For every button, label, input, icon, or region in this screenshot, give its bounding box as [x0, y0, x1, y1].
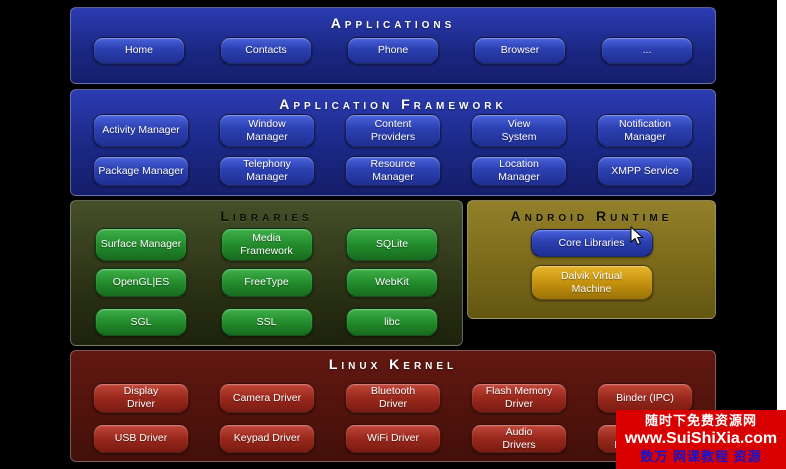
kernel-row-1: Display Driver Camera Driver Bluetooth D…	[71, 383, 715, 413]
node-surface-manager: Surface Manager	[95, 228, 187, 261]
video-edge-strip	[777, 0, 786, 469]
node-dalvik-virtual-machine: Dalvik Virtual Machine	[530, 265, 653, 300]
applications-row: Home Contacts Phone Browser ...	[71, 37, 715, 64]
android-runtime-title: Android Runtime	[510, 208, 673, 224]
framework-row-1: Activity Manager Window Manager Content …	[71, 114, 715, 147]
libraries-row-2: OpenGL|ES FreeType WebKit	[71, 268, 462, 297]
node-media-framework: Media Framework	[220, 228, 313, 261]
node-resource-manager: Resource Manager	[345, 156, 441, 186]
watermark-line1: 随时下免费资源网	[644, 413, 757, 429]
node-sgl: SGL	[95, 308, 187, 336]
linux-kernel-layer: Linux Kernel Display Driver Camera Drive…	[70, 350, 716, 462]
application-framework-title: Application Framework	[279, 96, 507, 112]
applications-layer: Applications Home Contacts Phone Browser…	[70, 7, 716, 84]
node-opengl-es: OpenGL|ES	[95, 268, 187, 297]
watermark-line3: 数万 网课教程 资源	[640, 448, 762, 464]
application-framework-layer: Application Framework Activity Manager W…	[70, 89, 716, 196]
node-home: Home	[93, 37, 185, 64]
node-webkit: WebKit	[346, 268, 438, 297]
node-libc: libc	[346, 308, 438, 336]
node-ssl: SSL	[220, 308, 313, 336]
mouse-cursor-icon	[630, 225, 645, 252]
node-camera-driver: Camera Driver	[219, 383, 315, 413]
node-flash-memory-driver: Flash Memory Driver	[471, 383, 567, 413]
node-sqlite: SQLite	[346, 228, 438, 261]
node-contacts: Contacts	[220, 37, 312, 64]
node-window-manager: Window Manager	[219, 114, 315, 147]
linux-kernel-title: Linux Kernel	[328, 356, 458, 372]
watermark-line2: www.SuiShiXia.com	[624, 430, 778, 448]
node-usb-driver: USB Driver	[93, 424, 189, 453]
android-runtime-layer: Android Runtime Core Libraries Dalvik Vi…	[467, 200, 716, 319]
node-xmpp-service: XMPP Service	[597, 156, 693, 186]
node-content-providers: Content Providers	[345, 114, 441, 147]
libraries-row-3: SGL SSL libc	[71, 308, 462, 336]
node-wifi-driver: WiFi Driver	[345, 424, 441, 453]
watermark: 随时下免费资源网 www.SuiShiXia.com 数万 网课教程 资源	[616, 410, 786, 469]
node-package-manager: Package Manager	[93, 156, 189, 186]
node-telephony-manager: Telephony Manager	[219, 156, 315, 186]
node-browser: Browser	[474, 37, 566, 64]
node-binder-ipc: Binder (IPC)	[597, 383, 693, 413]
node-audio-drivers: Audio Drivers	[471, 424, 567, 453]
node-location-manager: Location Manager	[471, 156, 567, 186]
node-activity-manager: Activity Manager	[93, 114, 189, 147]
node-more: ...	[601, 37, 693, 64]
applications-title: Applications	[330, 15, 456, 31]
node-notification-manager: Notification Manager	[597, 114, 693, 147]
libraries-row-1: Surface Manager Media Framework SQLite	[71, 228, 462, 261]
libraries-title: Libraries	[220, 208, 313, 224]
libraries-layer: Libraries Surface Manager Media Framewor…	[70, 200, 463, 346]
node-view-system: View System	[471, 114, 567, 147]
node-bluetooth-driver: Bluetooth Driver	[345, 383, 441, 413]
node-display-driver: Display Driver	[93, 383, 189, 413]
framework-row-2: Package Manager Telephony Manager Resour…	[71, 156, 715, 186]
node-keypad-driver: Keypad Driver	[219, 424, 315, 453]
node-phone: Phone	[347, 37, 439, 64]
node-freetype: FreeType	[220, 268, 313, 297]
